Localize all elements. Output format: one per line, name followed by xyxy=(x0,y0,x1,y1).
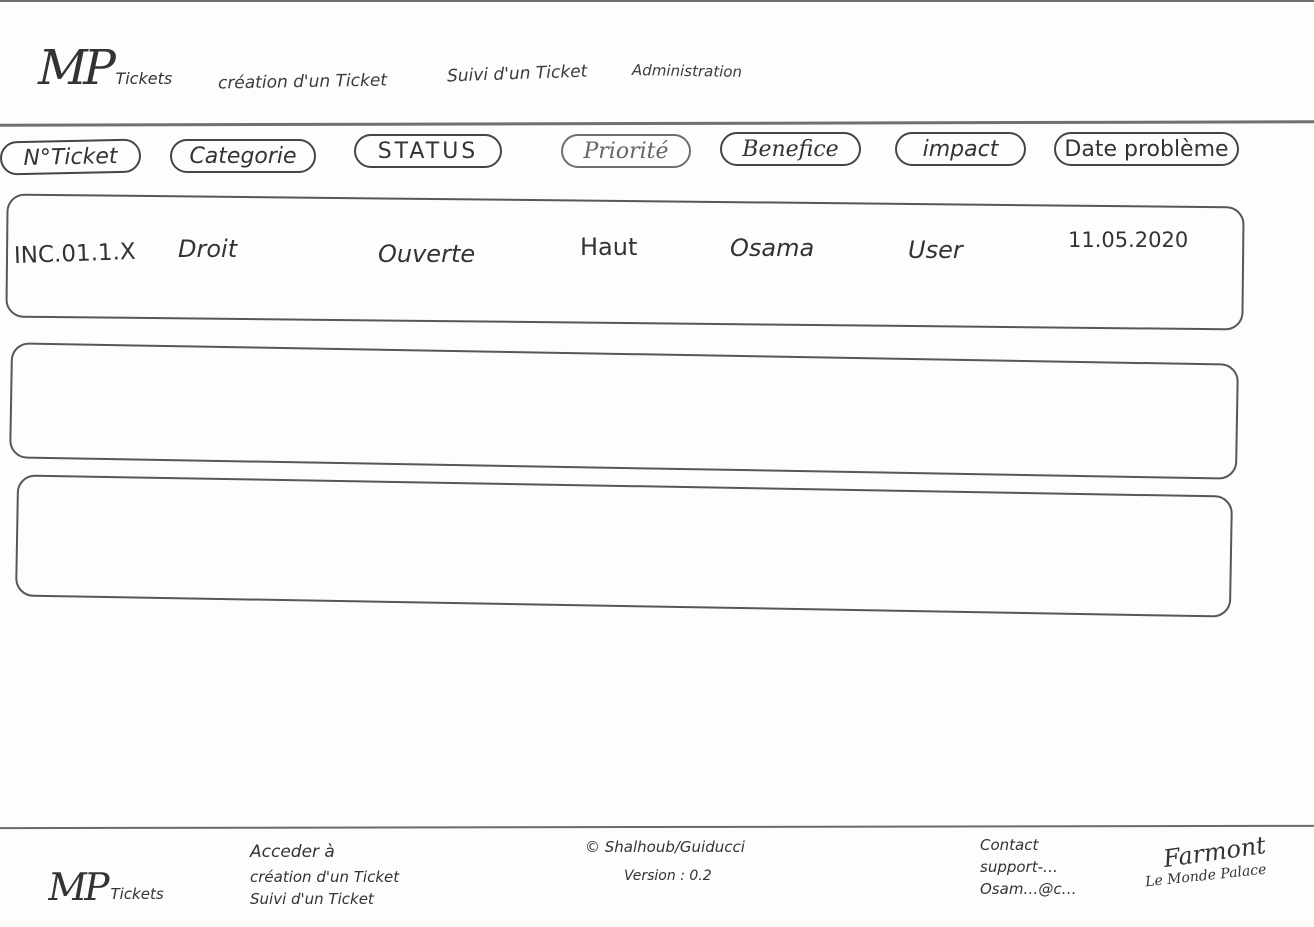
cell-status: Ouverte xyxy=(378,240,476,268)
column-header-category[interactable]: Categorie xyxy=(170,139,316,173)
footer-contact-email[interactable]: Osam…@c… xyxy=(980,880,1077,898)
column-header-impact[interactable]: impact xyxy=(895,132,1026,166)
cell-category: Droit xyxy=(178,235,238,263)
nav-create-ticket[interactable]: création d'un Ticket xyxy=(217,70,388,94)
cell-date: 11.05.2020 xyxy=(1068,228,1189,252)
footer-version: Version : 0.2 xyxy=(624,868,712,884)
footer-links-title: Acceder à xyxy=(250,842,335,862)
cell-impact: User xyxy=(908,236,963,264)
header: MP Tickets création d'un Ticket Suivi d'… xyxy=(0,0,1314,122)
footer-logo-mark: MP xyxy=(44,865,111,909)
footer-logo[interactable]: MP Tickets xyxy=(44,865,164,909)
page-top-border xyxy=(0,0,1314,2)
cell-ticket-number: INC.01.1.X xyxy=(13,238,137,270)
column-header-beneficiary[interactable]: Benefice xyxy=(720,132,861,166)
footer-contact: Contact support-… Osam…@c… xyxy=(980,834,1077,900)
logo[interactable]: MP Tickets xyxy=(32,40,173,96)
footer-contact-title: Contact xyxy=(980,836,1039,854)
footer-copyright: © Shalhoub/Guiducci xyxy=(585,838,745,856)
footer-link-create-ticket[interactable]: création d'un Ticket xyxy=(250,868,400,886)
table-row[interactable] xyxy=(9,342,1239,480)
footer-contact-support[interactable]: support-… xyxy=(980,858,1059,876)
table-row[interactable] xyxy=(15,474,1233,618)
footer-link-track-ticket[interactable]: Suivi d'un Ticket xyxy=(250,890,374,908)
footer-logo-text: Tickets xyxy=(110,885,164,903)
logo-mark: MP xyxy=(32,40,118,96)
column-header-date[interactable]: Date problème xyxy=(1054,132,1239,166)
logo-text: Tickets xyxy=(115,69,173,88)
cell-beneficiary: Osama xyxy=(730,234,815,262)
footer-signature: Farmont Le Monde Palace xyxy=(1144,831,1267,890)
footer-divider xyxy=(0,824,1314,830)
column-header-ticket-number[interactable]: N°Ticket xyxy=(0,138,142,176)
nav-administration[interactable]: Administration xyxy=(631,61,743,81)
column-header-priority[interactable]: Priorité xyxy=(561,134,691,168)
nav-track-ticket[interactable]: Suivi d'un Ticket xyxy=(446,61,588,87)
cell-priority: Haut xyxy=(580,233,638,261)
footer-links: Acceder à création d'un Ticket Suivi d'u… xyxy=(250,842,399,910)
column-header-status[interactable]: STATUS xyxy=(354,134,502,168)
